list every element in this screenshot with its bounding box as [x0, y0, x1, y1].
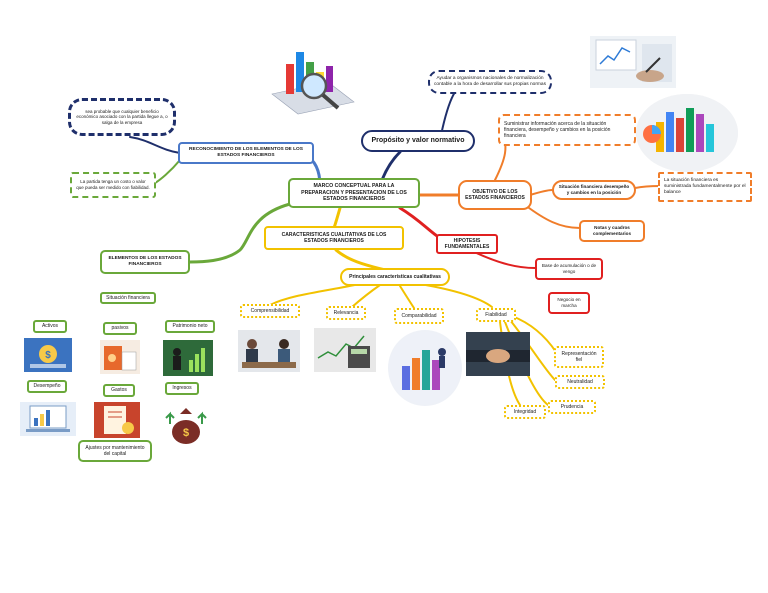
prudencia-node[interactable]: Prudencia	[548, 400, 596, 414]
neutralidad-node[interactable]: Neutralidad	[555, 375, 605, 389]
link-central-elementos	[188, 202, 292, 264]
svg-text:$: $	[183, 427, 189, 439]
comprensibilidad-node[interactable]: Comprensibilidad	[240, 304, 300, 318]
link-principales-fiabilidad	[419, 283, 493, 308]
svg-text:$: $	[45, 350, 51, 361]
handshake-photo	[466, 332, 530, 376]
office-photo	[590, 36, 676, 88]
hipotesis-negocio[interactable]: Negocio en marcha	[548, 292, 590, 314]
link-caracteristicas-principales	[334, 248, 387, 272]
relevancia-node[interactable]: Relevancia	[326, 306, 366, 320]
pasivos-icon	[100, 340, 140, 374]
link-principales-comprensibilidad	[269, 283, 361, 306]
elementos-node[interactable]: ELEMENTOS DE LOS ESTADOS FINANCIEROS	[100, 250, 190, 274]
hipotesis-base[interactable]: Base de acumulación o de vengo	[535, 258, 603, 280]
activos-node[interactable]: Activos	[33, 320, 67, 333]
link-fiabilidad-neutralidad	[509, 319, 556, 381]
patrimonio-neto-node[interactable]: Patrimonio neto	[165, 320, 215, 333]
desempeno-icon	[20, 402, 76, 436]
central-node[interactable]: MARCO CONCEPTUAL PARA LA PREPARACION Y P…	[288, 178, 420, 208]
principales-node[interactable]: Principales características cualitativas	[340, 268, 450, 286]
objetivo-note-1: Suministrar información acerca de la sit…	[498, 114, 636, 146]
pasivos-node[interactable]: pasivos	[103, 322, 137, 335]
objetivo-sit-node[interactable]: Situación financiera desempeño y cambios…	[552, 180, 636, 200]
desempeno-node[interactable]: Desempeño	[27, 380, 67, 393]
link-central-hipotesis	[398, 206, 442, 240]
link-sit-note	[634, 185, 661, 189]
link-principales-comparabilidad	[399, 285, 415, 309]
objetivo-notas-node[interactable]: Notas y cuadros complementarios	[579, 220, 645, 242]
integridad-node[interactable]: Integridad	[504, 405, 546, 419]
link-objetivo-sit	[529, 189, 553, 196]
representacion-fiel-node[interactable]: Representación fiel	[554, 346, 604, 368]
ingresos-node[interactable]: Ingresos	[165, 382, 199, 395]
caracteristicas-node[interactable]: CARACTERISTICAS CUALITATIVAS DE LOS ESTA…	[264, 226, 404, 250]
patrimonio-neto-icon	[163, 340, 213, 376]
link-reconocimiento-note2	[154, 159, 181, 184]
calculator-photo	[314, 328, 376, 372]
link-principales-relevancia	[351, 284, 381, 308]
objetivo-sit-note: La situación financiera es suministrada …	[658, 172, 752, 202]
comparabilidad-node[interactable]: Comparabilidad	[394, 308, 444, 324]
link-fiabilidad-representacion	[511, 315, 557, 353]
gastos-node[interactable]: Gastos	[103, 384, 135, 397]
situacion-financiera-node[interactable]: Situación financiera	[100, 292, 156, 304]
link-reconocimiento-note1	[129, 136, 181, 154]
fiabilidad-node[interactable]: Fiabilidad	[476, 308, 516, 322]
reconocimiento-note-1: sea probable que cualquier beneficio eco…	[68, 98, 176, 136]
reconocimiento-note-2: La partida tenga un costo o valor que pu…	[70, 172, 156, 198]
link-objetivo-notas	[524, 204, 581, 229]
proposito-node[interactable]: Propósito y valor normativo	[361, 130, 475, 152]
ajustes-node[interactable]: Ajustes por mantenimiento del capital	[78, 440, 152, 462]
team-charts-illustration	[388, 330, 462, 406]
meeting-photo	[238, 330, 300, 372]
activos-icon: $	[24, 338, 72, 372]
chart-magnifier-illustration	[268, 42, 356, 116]
reconocimiento-node[interactable]: RECONOCIMIENTO DE LOS ELEMENTOS DE LOS E…	[178, 142, 314, 164]
ingresos-icon: $	[164, 404, 208, 446]
financial-charts-photo	[636, 94, 738, 172]
proposito-note: Ayudar a organismos nacionales de normal…	[428, 70, 552, 94]
objetivo-node[interactable]: OBJETIVO DE LOS ESTADOS FINANCIEROS	[458, 180, 532, 210]
link-central-caracteristicas	[332, 206, 342, 230]
gastos-icon	[94, 402, 140, 438]
hipotesis-node[interactable]: HIPOTESIS FUNDAMENTALES	[436, 234, 498, 254]
